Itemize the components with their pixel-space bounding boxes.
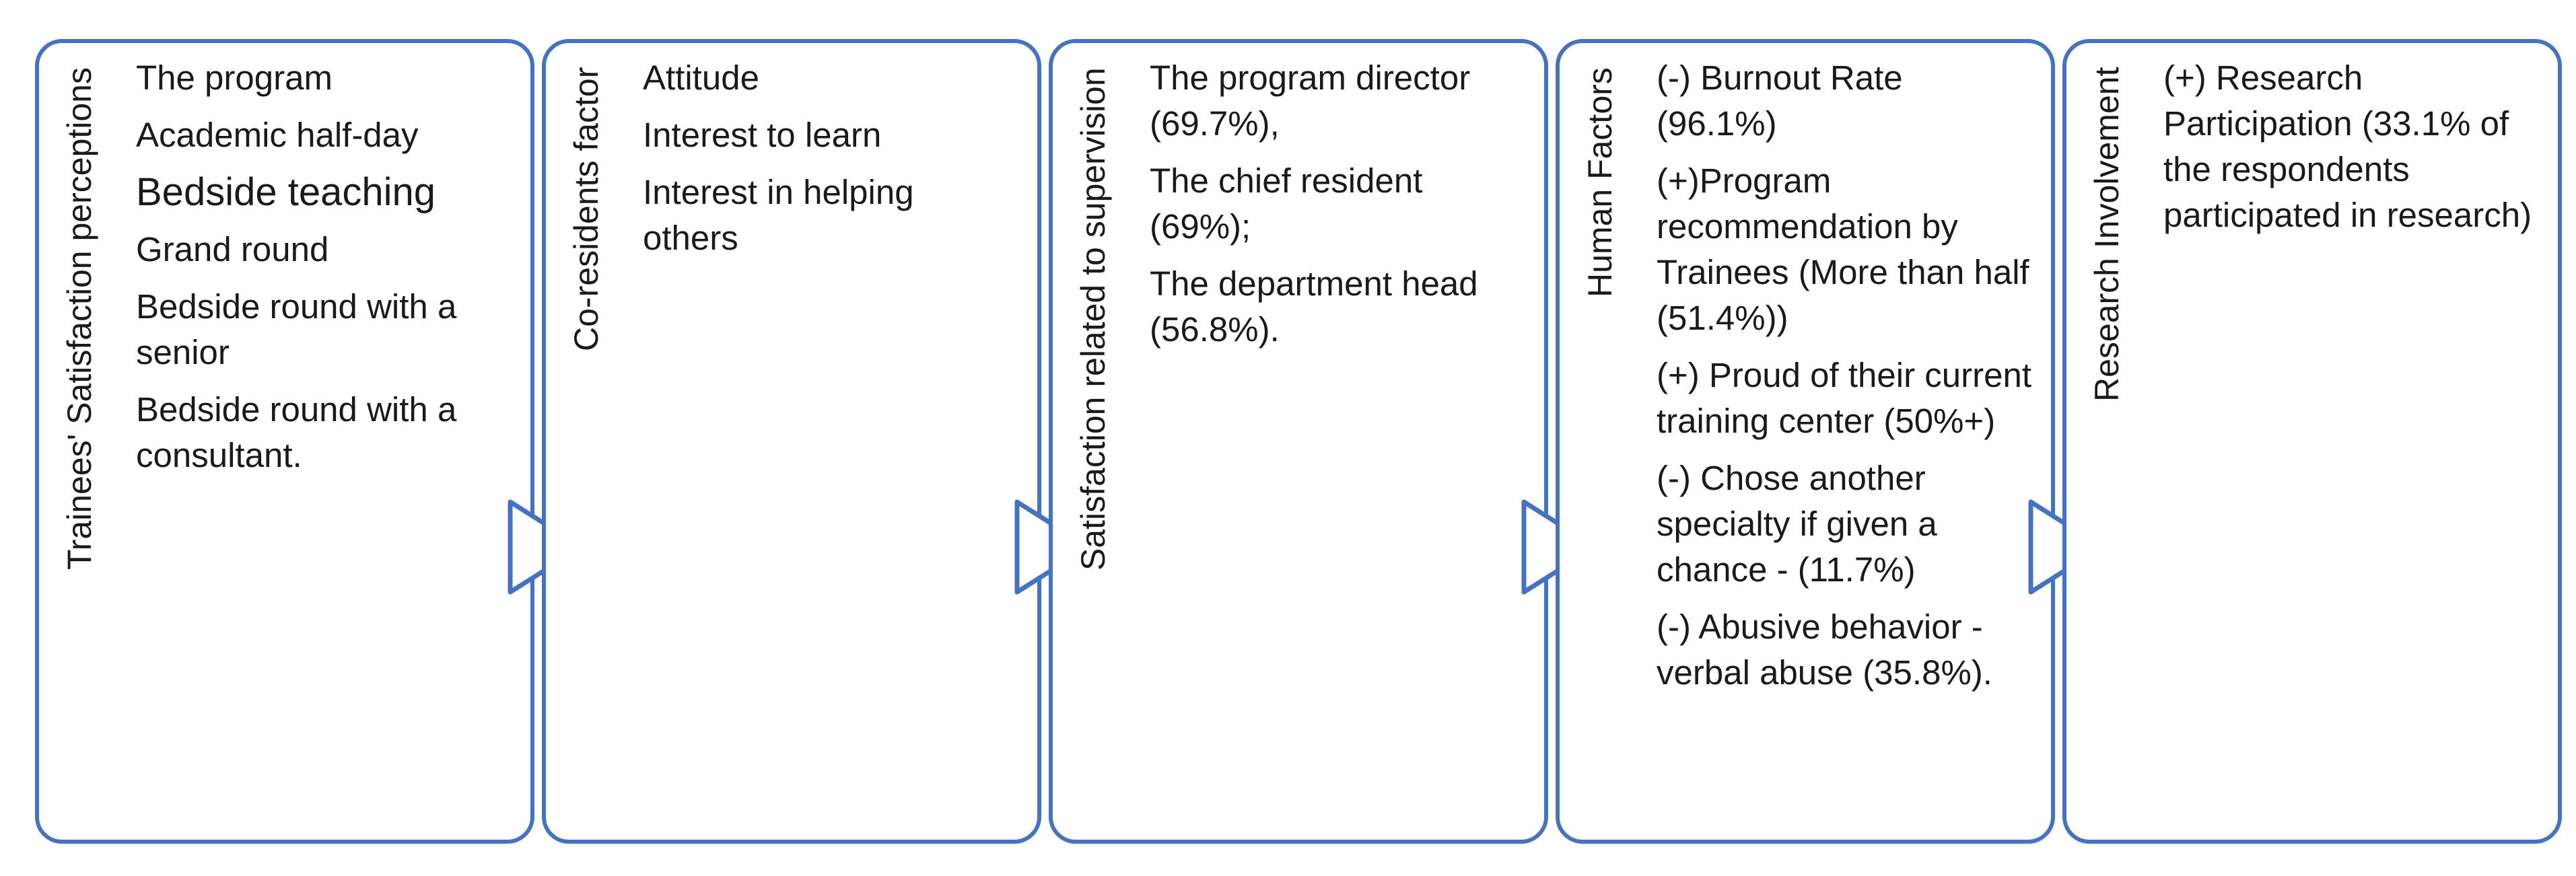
item-list: The program director (69.7%), The chief … [1150, 55, 1525, 364]
list-item: (+) Proud of their current training cent… [1657, 356, 2031, 440]
list-item: The program [136, 59, 333, 97]
box-title: Satisfaction related to supervision [1074, 67, 1112, 571]
list-item: (-) Abusive behavior - verbal abuse (35.… [1657, 608, 1992, 692]
box-title: Human Factors [1581, 67, 1619, 297]
list-item: Academic half-day [136, 116, 419, 154]
list-item: Bedside round with a senior [136, 287, 457, 371]
list-item: (-) Burnout Rate (96.1%) [1657, 59, 1903, 143]
box-supervision-satisfaction: Satisfaction related to supervision The … [1049, 39, 1548, 844]
list-item: Interest to learn [643, 116, 882, 154]
list-item: (+)Program recommendation by Trainees (M… [1657, 161, 2029, 337]
box-research-involvement: Research Involvement (+) Research Partic… [2062, 39, 2562, 844]
list-item: The chief resident (69%); [1150, 161, 1423, 246]
box-title: Co-residents factor [567, 67, 605, 352]
list-item: Bedside teaching [136, 170, 436, 214]
list-item: The department head (56.8%). [1150, 264, 1478, 349]
item-list: The program Academic half-day Bedside te… [136, 55, 512, 490]
box-human-factors: Human Factors (-) Burnout Rate (96.1%) (… [1556, 39, 2055, 844]
box-title: Research Involvement [2088, 67, 2126, 402]
item-list: (+) Research Participation (33.1% of the… [2163, 55, 2539, 250]
list-item: Bedside round with a consultant. [136, 390, 457, 474]
list-item: The program director (69.7%), [1150, 59, 1471, 143]
box-trainees-satisfaction: Trainees' Satisfaction perceptions The p… [35, 39, 534, 844]
list-item: Grand round [136, 230, 329, 268]
list-item: Interest in helping others [643, 173, 914, 257]
box-title: Trainees' Satisfaction perceptions [61, 67, 98, 570]
list-item: (-) Chose another specialty if given a c… [1657, 459, 1937, 589]
box-co-residents-factor: Co-residents factor Attitude Interest to… [542, 39, 1041, 844]
list-item: (+) Research Participation (33.1% of the… [2163, 59, 2532, 234]
list-item: Attitude [643, 59, 759, 97]
item-list: (-) Burnout Rate (96.1%) (+)Program reco… [1657, 55, 2032, 707]
item-list: Attitude Interest to learn Interest in h… [643, 55, 1018, 272]
